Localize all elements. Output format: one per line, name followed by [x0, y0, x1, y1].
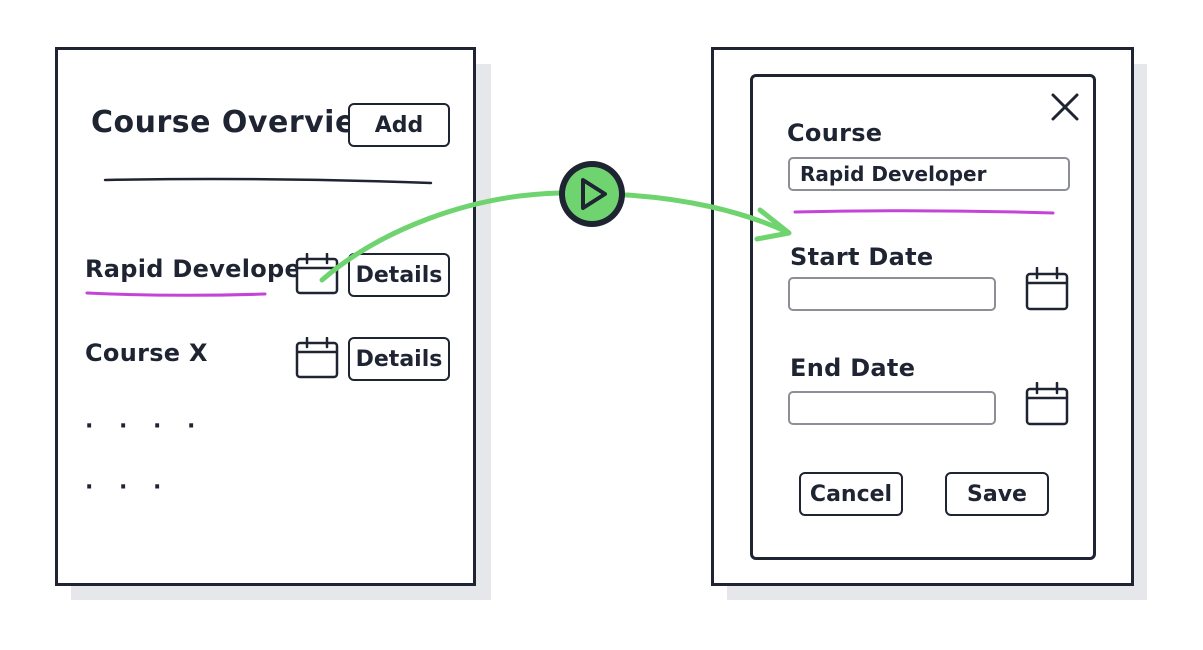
start-date-field[interactable] [788, 277, 996, 311]
details-button-rapid-developer[interactable]: Details [348, 253, 450, 297]
page-title: Course Overview [91, 105, 385, 140]
more-courses-ellipsis: · · · [85, 475, 171, 500]
close-icon[interactable] [1050, 92, 1080, 122]
calendar-icon[interactable] [295, 253, 339, 295]
title-divider [103, 177, 433, 185]
calendar-icon[interactable] [1025, 267, 1069, 311]
course-highlight-underline [85, 291, 267, 297]
course-highlight-underline [793, 209, 1055, 215]
add-button[interactable]: Add [348, 103, 450, 147]
end-date-label: End Date [790, 354, 916, 382]
save-button[interactable]: Save [945, 472, 1049, 516]
course-name-rapid-developer[interactable]: Rapid Developer [85, 255, 314, 283]
edit-course-dialog: Course Rapid Developer Start Date End Da… [750, 74, 1096, 560]
details-button-course-x[interactable]: Details [348, 337, 450, 381]
play-icon[interactable] [556, 158, 628, 230]
start-date-label: Start Date [790, 243, 934, 271]
course-label: Course [787, 119, 883, 147]
more-courses-ellipsis: · · · · [85, 414, 205, 439]
cancel-button[interactable]: Cancel [799, 472, 903, 516]
course-overview-panel: Course Overview Add Rapid Developer Deta… [55, 47, 476, 586]
calendar-icon[interactable] [295, 337, 339, 379]
course-name-course-x[interactable]: Course X [85, 339, 208, 367]
calendar-icon[interactable] [1025, 382, 1069, 426]
end-date-field[interactable] [788, 391, 996, 425]
course-field[interactable]: Rapid Developer [788, 157, 1070, 191]
